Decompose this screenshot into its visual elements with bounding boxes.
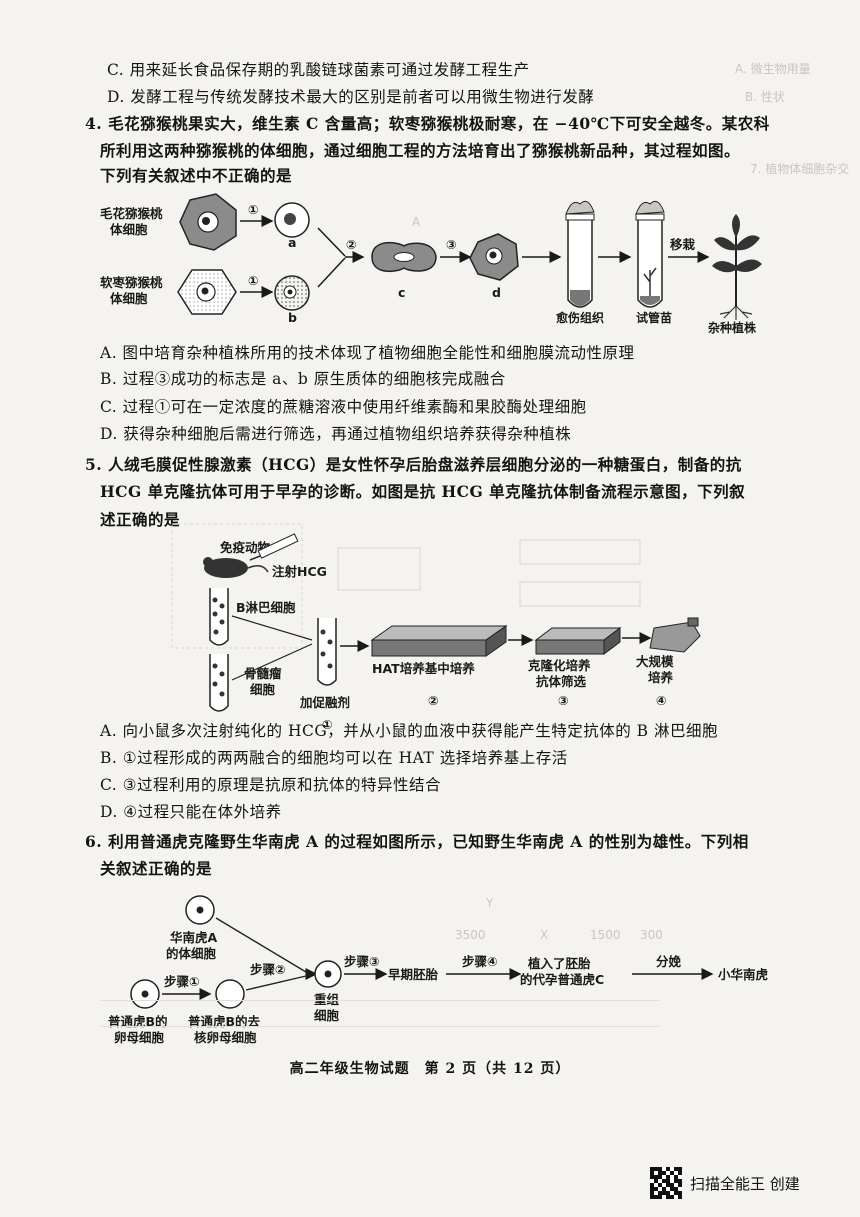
q6-stem-line1: 6. 利用普通虎克隆野生华南虎 A 的过程如图所示，已知野生华南虎 A 的性别为… — [85, 832, 749, 851]
bleed-through-text: X — [540, 928, 549, 942]
inject-hcg-label: 注射HCG — [272, 564, 327, 579]
transplant-label: 移栽 — [670, 237, 696, 252]
step1-bottom: ① — [248, 273, 259, 288]
qr-code-icon — [650, 1167, 682, 1199]
maohua-label-2: 体细胞 — [110, 222, 148, 237]
flask-icon — [649, 617, 701, 653]
hybrid-plant-label: 杂种植株 — [708, 320, 757, 335]
scanner-watermark: 扫描全能王 创建 — [650, 1167, 800, 1199]
q4-option-b: B. 过程③成功的标志是 a、b 原生质体的细胞核完成融合 — [100, 370, 506, 388]
tiger-b-label-1: 普通虎B的 — [108, 1014, 168, 1029]
cell-d-label: d — [492, 285, 501, 300]
q4-option-d: D. 获得杂种细胞后需进行筛选，再通过植物组织培养获得杂种植株 — [100, 425, 572, 443]
q4-option-a: A. 图中培育杂种植株所用的技术体现了植物细胞全能性和细胞膜流动性原理 — [100, 344, 635, 362]
step5-1: ① — [322, 717, 333, 732]
q3-option-d: D. 发酵工程与传统发酵技术最大的区别是前者可以用微生物进行发酵 — [107, 88, 595, 106]
bleed-through-text: A — [412, 215, 421, 229]
step1-top: ① — [248, 202, 259, 217]
step6-3: 步骤③ — [344, 954, 380, 969]
page-footer: 高二年级生物试题 第 2 页（共 12 页） — [289, 1061, 571, 1077]
ruanzao-label-2: 体细胞 — [110, 291, 148, 306]
plantlet-tube — [635, 200, 665, 308]
bleed-through-text: A. 微生物用量 — [735, 62, 811, 76]
q5-stem-line1: 5. 人绒毛膜促性腺激素（HCG）是女性怀孕后胎盘滋养层细胞分泌的一种糖蛋白，制… — [85, 455, 742, 474]
step2-label: ② — [346, 237, 357, 252]
syringe-icon — [249, 533, 299, 561]
fusion-agent-label: 加促融剂 — [299, 695, 350, 710]
q5-stem-line3: 述正确的是 — [100, 510, 181, 529]
bleed-through-text: Y — [486, 896, 494, 910]
q5-option-d: D. ④过程只能在体外培养 — [100, 803, 282, 821]
q3-option-c: C. 用来延长食品保存期的乳酸链球菌素可通过发酵工程生产 — [107, 61, 530, 79]
mouse-icon — [203, 557, 269, 578]
ruanzao-label-1: 软枣猕猴桃 — [100, 275, 163, 290]
surrogate-label-1: 植入了胚胎 — [527, 956, 591, 971]
cell-b-label: b — [288, 310, 297, 325]
enucleated-label-2: 核卵母细胞 — [194, 1030, 257, 1045]
q6-stem-line2: 关叙述正确的是 — [100, 859, 213, 878]
bleed-through-text: 300 — [640, 928, 663, 942]
surrogate-label-2: 的代孕普通虎C — [520, 972, 604, 987]
enucleated-oocyte — [215, 979, 245, 1009]
q5-option-c: C. ③过程利用的原理是抗原和抗体的特异性结合 — [100, 776, 442, 794]
scale-label-2: 培养 — [648, 670, 674, 685]
q4-stem-line1: 4. 毛花猕猴桃果实大，维生素 C 含量高；软枣猕猴桃极耐寒，在 −40℃下可安… — [85, 114, 770, 133]
recon-label-2: 细胞 — [314, 1008, 340, 1023]
scanner-label: 扫描全能王 创建 — [690, 1174, 800, 1193]
myeloma-tube — [209, 654, 229, 712]
tiger-a-label-1: 华南虎A — [170, 930, 218, 945]
maohua-label-1: 毛花猕猴桃 — [100, 206, 163, 221]
bleed-through-text: 3500 — [455, 928, 486, 942]
myeloma-label-2: 细胞 — [250, 682, 276, 697]
bleed-through-line — [100, 1000, 660, 1001]
birth-label: 分娩 — [656, 954, 682, 969]
b-cell-label: B淋巴细胞 — [236, 600, 296, 615]
scale-label-1: 大规模 — [636, 654, 674, 669]
callus-label: 愈伤组织 — [556, 310, 604, 325]
bleed-through-text: 1500 — [590, 928, 621, 942]
cub-label: 小华南虎 — [717, 967, 769, 982]
hat-plate — [370, 625, 508, 657]
q5-option-b: B. ①过程形成的两两融合的细胞均可以在 HAT 选择培养基上存活 — [100, 749, 568, 767]
bleed-through-text: 7. 植物体细胞杂交 — [750, 162, 850, 176]
cell-a-label: a — [288, 235, 296, 250]
step3-label: ③ — [446, 237, 457, 252]
step6-1: 步骤① — [164, 974, 200, 989]
step5-2: ② — [428, 693, 439, 708]
recon-label-1: 重组 — [314, 992, 340, 1007]
tiger-b-label-2: 卵母细胞 — [114, 1030, 165, 1045]
clone-label-2: 抗体筛选 — [536, 674, 587, 689]
clone-plate — [534, 627, 622, 655]
tiger-a-label-2: 的体细胞 — [166, 946, 217, 961]
q5-option-a: A. 向小鼠多次注射纯化的 HCG，并从小鼠的血液中获得能产生特定抗体的 B 淋… — [100, 722, 718, 740]
step6-2: 步骤② — [250, 962, 286, 977]
early-embryo-label: 早期胚胎 — [388, 967, 439, 982]
hat-label: HAT培养基中培养 — [372, 661, 475, 676]
step5-4: ④ — [656, 693, 667, 708]
callus-tube — [565, 200, 595, 308]
bleed-through-line — [100, 1026, 660, 1027]
bleed-through-text: B. 性状 — [745, 90, 785, 104]
fusion-tube — [317, 618, 337, 686]
b-cell-tube — [209, 588, 229, 646]
step6-4: 步骤④ — [462, 954, 498, 969]
clone-label-1: 克隆化培养 — [528, 658, 591, 673]
hybrid-plant — [712, 214, 762, 320]
q5-stem-line2: HCG 单克隆抗体可用于早孕的诊断。如图是抗 HCG 单克隆抗体制备流程示意图，… — [100, 482, 746, 501]
cell-c-label: c — [398, 285, 405, 300]
q4-option-c: C. 过程①可在一定浓度的蔗糖溶液中使用纤维素酶和果胶酶处理细胞 — [100, 398, 587, 416]
enucleated-label-1: 普通虎B的去 — [188, 1014, 261, 1029]
q4-stem-line2: 所利用这两种猕猴桃的体细胞，通过细胞工程的方法培育出了猕猴桃新品种，其过程如图。 — [100, 141, 741, 160]
plantlet-label: 试管苗 — [636, 310, 672, 325]
q4-stem-line3: 下列有关叙述中不正确的是 — [100, 166, 293, 185]
step5-3: ③ — [558, 693, 569, 708]
